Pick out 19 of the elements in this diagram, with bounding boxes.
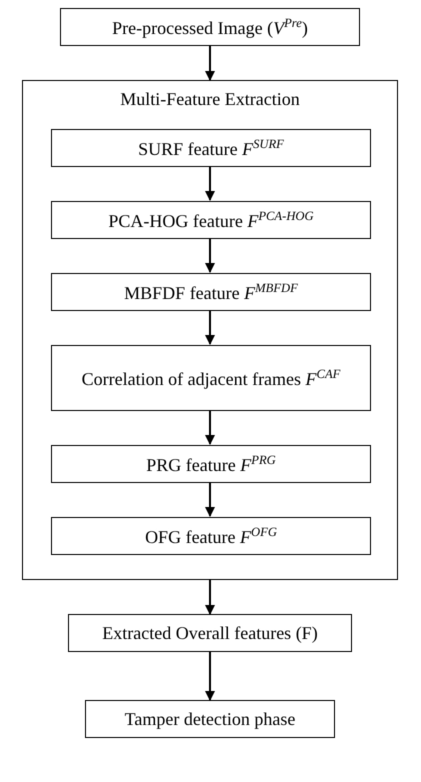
process-box: PRG feature F$^{PRG}$: [51, 445, 371, 483]
arrow: [205, 410, 215, 445]
process-box: PCA-HOG feature F$^{PCA-HOG}$: [51, 201, 371, 239]
group-box: [22, 80, 398, 580]
arrow: [205, 166, 215, 201]
process-box: Tamper detection phase: [85, 700, 335, 738]
arrow: [205, 46, 215, 81]
process-box: Extracted Overall features (F): [68, 614, 352, 652]
arrow: [205, 580, 215, 615]
arrow: [205, 652, 215, 701]
process-box: MBFDF feature F$^{MBFDF}$: [51, 273, 371, 311]
process-box: SURF feature F$^{SURF}$: [51, 129, 371, 167]
group-heading: Multi-Feature Extraction: [119, 89, 301, 110]
process-box: Correlation of adjacent frames F$^{CAF}$: [51, 345, 371, 411]
arrow: [205, 238, 215, 273]
arrow: [205, 310, 215, 345]
arrow: [205, 482, 215, 517]
process-box: Pre-processed Image (V$^{Pre}$): [60, 8, 360, 46]
process-box: OFG feature F$^{OFG}$: [51, 517, 371, 555]
